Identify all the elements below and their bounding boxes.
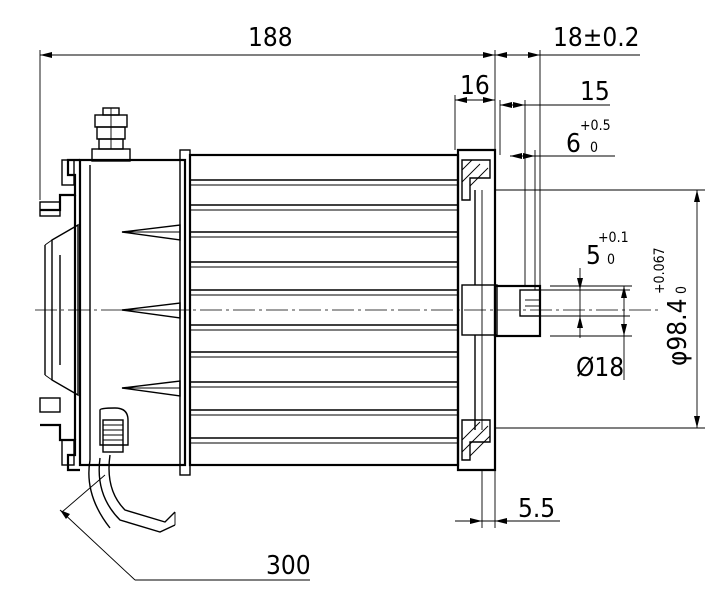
dim-key-length-tol-lower: 0 (590, 140, 598, 156)
terminal-bolt (91, 107, 131, 162)
cooling-fins (121, 224, 181, 397)
dim-pilot-depth: 5.5 (518, 494, 555, 524)
cable (88, 454, 176, 533)
dim-overall-length: 188 (248, 23, 293, 53)
dim-shaft-diameter: Ø18 (576, 353, 624, 383)
dim-key-length: 6 (566, 129, 581, 159)
dim-key-width-tol-upper: +0.1 (598, 230, 629, 246)
cable-gland (99, 407, 129, 453)
dim-shaft-length: 18±0.2 (553, 23, 640, 53)
dim-pilot-diameter: φ98.4 (663, 299, 693, 367)
dim-key-length-tol-upper: +0.5 (580, 118, 611, 134)
dim-key-width-tol-lower: 0 (607, 252, 615, 268)
motor-body (39, 107, 542, 533)
dim-flange-width: 16 (460, 71, 490, 101)
dim-key-width: 5 (586, 241, 601, 271)
dimension-lines (39, 50, 705, 581)
stator-ribs (190, 179, 458, 444)
front-flange (456, 148, 497, 472)
dim-pilot-diameter-tol-upper: +0.067 (652, 247, 668, 294)
dim-shaft-offset: 15 (580, 77, 610, 107)
dim-pilot-diameter-tol-lower: 0 (674, 286, 690, 294)
dim-cable-length: 300 (266, 551, 311, 581)
shaft (461, 284, 542, 338)
